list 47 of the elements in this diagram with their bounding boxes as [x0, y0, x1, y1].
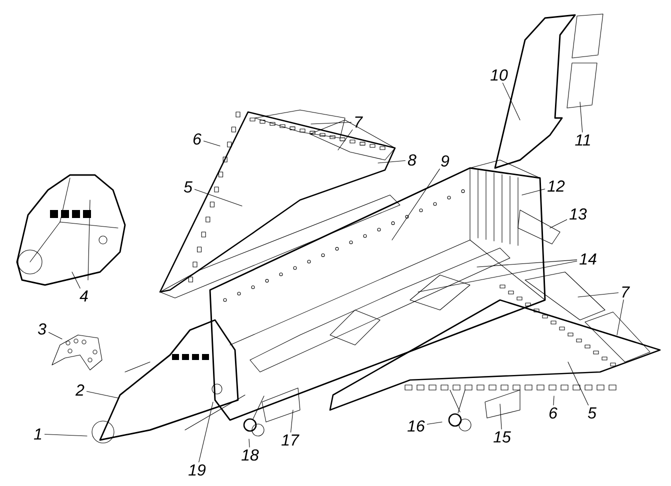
callout-number: 6 — [549, 407, 558, 419]
callout-number: 4 — [80, 290, 88, 302]
leader-line — [203, 140, 220, 146]
callout-number: 9 — [441, 155, 450, 167]
leader-line — [616, 300, 624, 336]
leader-line — [418, 260, 578, 292]
leader-line — [500, 404, 502, 430]
callout-number: 15 — [494, 431, 511, 443]
leader-line — [550, 219, 568, 228]
leader-line — [392, 168, 440, 240]
callout-number: 13 — [570, 208, 587, 220]
callout-number: 11 — [575, 134, 590, 146]
leader-line — [86, 391, 118, 398]
callout-number: 16 — [408, 420, 425, 432]
leader-line — [578, 292, 619, 298]
callout-number: 12 — [548, 180, 565, 192]
callout-number: 5 — [588, 407, 596, 419]
callout-number: 14 — [580, 254, 596, 264]
callout-number: 8 — [408, 154, 416, 166]
callout-number: 19 — [188, 464, 206, 476]
callout-number: 2 — [75, 384, 84, 396]
callout-number: 7 — [355, 116, 363, 128]
callout-number: 18 — [242, 449, 259, 461]
leader-line — [48, 332, 62, 340]
callout-number: 5 — [184, 181, 192, 193]
callout-number: 10 — [490, 69, 508, 81]
callout-number: 1 — [34, 428, 42, 440]
callout-number: 7 — [622, 286, 630, 298]
leader-line — [522, 188, 546, 196]
leader-line — [290, 410, 294, 432]
leader-line — [502, 82, 520, 120]
callout-number: 3 — [38, 323, 46, 335]
leader-line — [198, 402, 214, 462]
leader-line — [476, 260, 578, 268]
leader-line — [580, 102, 583, 132]
leader-line — [194, 189, 242, 206]
leader-line — [378, 160, 406, 164]
leader-line — [248, 438, 250, 448]
leader-line — [44, 434, 88, 436]
leader-line — [426, 422, 442, 425]
leader-line — [568, 362, 589, 406]
leader-line — [338, 130, 353, 150]
callout-number: 6 — [193, 133, 202, 145]
leader-line — [72, 272, 80, 288]
leader-line — [310, 122, 352, 124]
callout-number: 17 — [282, 434, 300, 446]
leader-line — [553, 396, 554, 406]
